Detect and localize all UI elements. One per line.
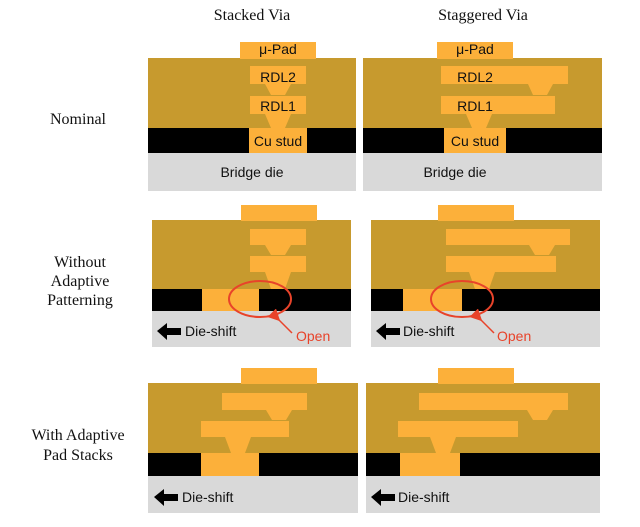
rdl1-via-adapted: [398, 421, 518, 453]
panel-with-stacked: Die-shift: [148, 368, 358, 513]
rdl2-via-adapted: [222, 393, 307, 420]
cu-stud-shifted: [400, 453, 460, 476]
row-label-without-line1: Without: [54, 254, 106, 271]
rdl2-via-adapted: [419, 393, 568, 420]
micro-pad: [437, 42, 513, 59]
micro-pad: [241, 368, 317, 384]
row-label-without-line2: Adaptive: [51, 273, 110, 290]
die-shift-label: Die-shift: [185, 323, 236, 339]
cu-stud-shifted: [202, 289, 259, 311]
left-arrow-icon: [371, 489, 395, 506]
bridge-die-label: Bridge die: [423, 164, 486, 180]
left-arrow-icon: [154, 489, 178, 506]
open-arrow: [469, 308, 495, 334]
row-label-nominal: Nominal: [50, 111, 107, 128]
bridge-die: [371, 311, 600, 347]
cu-stud: [444, 128, 506, 153]
bridge-die: [363, 153, 602, 191]
rdl2-via: [446, 229, 570, 255]
rdl1-via-adapted: [201, 421, 289, 453]
pad-label: μ-Pad: [456, 41, 494, 57]
micro-pad: [240, 42, 316, 59]
panel-nominal-stacked: μ-Pad RDL2 RDL1 Cu stud Bridge die: [148, 41, 356, 191]
open-circle-marker: [430, 280, 494, 318]
panel-without-staggered: Open Die-shift: [371, 205, 600, 347]
rdl2-label: RDL2: [457, 69, 493, 85]
pad-label: μ-Pad: [259, 41, 297, 57]
rdl1-via: [441, 96, 555, 128]
cu-stud-label: Cu stud: [451, 133, 499, 149]
open-label: Open: [296, 328, 330, 344]
open-arrow: [267, 308, 293, 334]
die-shift-label: Die-shift: [182, 489, 233, 505]
micro-pad: [241, 205, 317, 221]
cu-stud-label: Cu stud: [254, 133, 302, 149]
bridge-die: [148, 153, 356, 191]
rdl2-via: [441, 66, 568, 95]
panel-with-staggered: Die-shift: [366, 368, 600, 513]
micro-pad: [438, 205, 514, 221]
left-arrow-icon: [157, 323, 181, 340]
rdl1-via: [446, 256, 556, 289]
column-header-staggered: Staggered Via: [438, 7, 528, 24]
rdl1-via: [250, 256, 306, 289]
bridge-die-label: Bridge die: [220, 164, 283, 180]
bridge-die: [148, 476, 358, 513]
panel-nominal-staggered: μ-Pad RDL2 RDL1 Cu stud Bridge die: [363, 41, 602, 191]
left-arrow-icon: [376, 323, 400, 340]
column-header-stacked: Stacked Via: [214, 7, 291, 24]
die-shift-label: Die-shift: [398, 489, 449, 505]
row-label-with-line1: With Adaptive: [31, 427, 124, 444]
row-label-without-line3: Patterning: [47, 292, 113, 309]
rdl1-label: RDL1: [260, 98, 296, 114]
open-circle-marker: [228, 280, 292, 318]
rdl1-via: [250, 96, 306, 128]
rdl2-via: [250, 66, 306, 95]
open-label: Open: [497, 328, 531, 344]
rdl1-label: RDL1: [457, 98, 493, 114]
cu-stud-shifted: [403, 289, 462, 311]
die-shift-label: Die-shift: [403, 323, 454, 339]
cu-stud-shifted: [201, 453, 259, 476]
bridge-die: [366, 476, 600, 513]
rdl2-via: [250, 229, 306, 255]
rdl2-label: RDL2: [260, 69, 296, 85]
panel-without-stacked: Open Die-shift: [152, 205, 351, 347]
row-label-with-line2: Pad Stacks: [43, 447, 113, 464]
cu-stud: [249, 128, 307, 153]
micro-pad: [438, 368, 514, 384]
